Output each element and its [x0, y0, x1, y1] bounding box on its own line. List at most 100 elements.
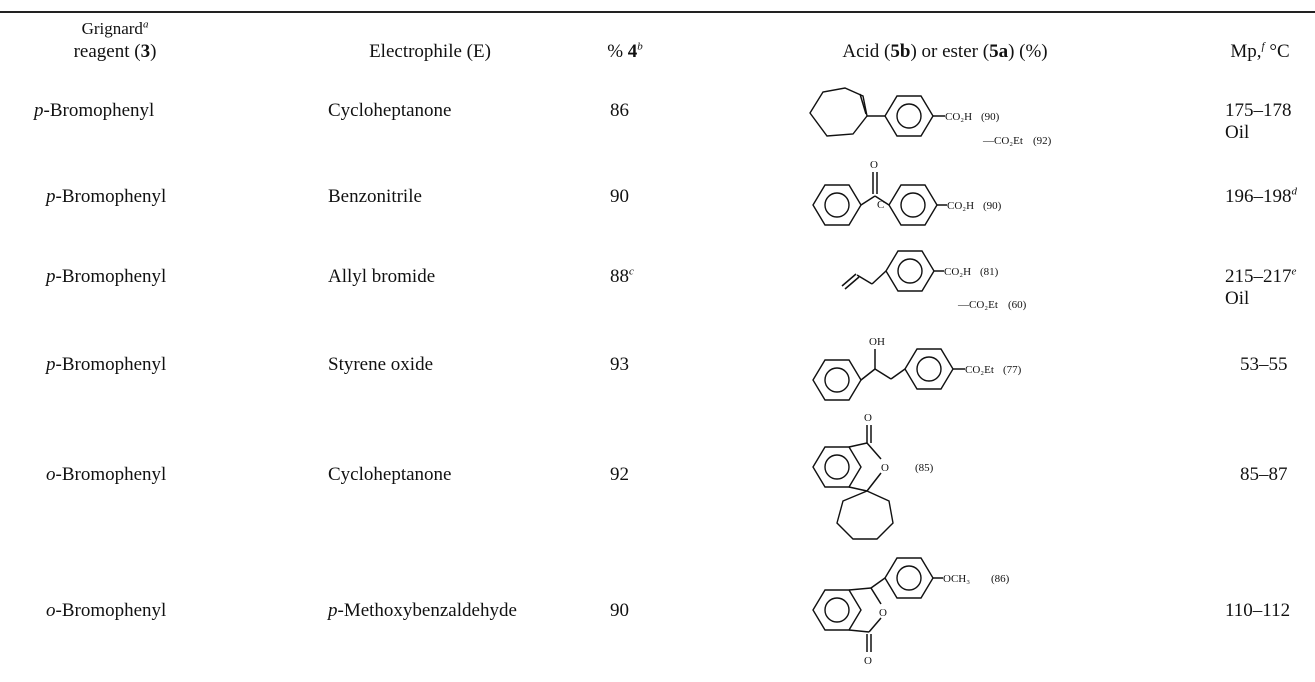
row-1-mp: 196–198d [1225, 186, 1297, 208]
row-2-acid-yield: (81) [980, 266, 999, 278]
header-electrophile-text: Electrophile (E) [369, 41, 491, 62]
row-2-acid-label: CO₂H [944, 266, 971, 278]
row-3-ester-label: CO₂Et [965, 364, 994, 376]
row-0-electrophile-text: Cycloheptanone [328, 100, 452, 121]
row-4-mp: 85–87 [1240, 464, 1288, 486]
row-0-ester-label: —CO₂Et [982, 135, 1023, 147]
row-2-vinyl-bond-2 [844, 276, 860, 290]
row-5-electrophile-text: -Methoxybenzaldehyde [337, 600, 517, 621]
row-4-aromatic-circle [824, 454, 850, 480]
row-3-aromatic-circle-left [824, 367, 850, 393]
row-1-acid-yield: (90) [983, 200, 1002, 212]
row-0-ester-yield: (92) [1033, 135, 1052, 147]
row-1-aromatic-circle-left [824, 192, 850, 218]
row-1-electrophile-text: Benzonitrile [328, 186, 422, 207]
row-0-structure: CO₂H (90) —CO₂Et (92) [805, 78, 1125, 153]
row-5-aryl-bond [870, 577, 886, 589]
row-3-mp1: 53–55 [1240, 354, 1288, 375]
row-5-bond-co [848, 629, 870, 633]
row-0-acid-label: CO₂H [945, 111, 972, 123]
row-3-oh-label: OH [869, 336, 885, 348]
row-4-oxygen-ring: O [881, 462, 889, 474]
row-5-benzene-ring-right [884, 557, 934, 599]
row-2-vinyl-bond-1 [841, 273, 857, 287]
row-2-mp1: 215–217 [1225, 266, 1292, 287]
row-4-bond-o2 [866, 472, 882, 492]
row-3-prefix: p [46, 354, 56, 375]
row-0-mp2: Oil [1225, 122, 1250, 143]
row-2-allyl-bond [856, 274, 873, 285]
row-0-yield: 86 [610, 100, 629, 122]
header-electrophile: Electrophile (E) [310, 40, 550, 63]
row-4-mp1: 85–87 [1240, 464, 1288, 485]
row-3-bond-b [874, 368, 892, 380]
row-0-grignard: p-Bromophenyl [34, 100, 154, 122]
row-0-double-bond [859, 93, 867, 115]
header-acid-c: ) (%) [1008, 41, 1048, 62]
row-4-cycloheptane-ring [836, 490, 894, 540]
row-5-methoxy-label: OCH₃ [943, 573, 970, 585]
header-reagent-num: 3 [140, 41, 151, 62]
row-3-aromatic-circle-right [916, 356, 942, 382]
row-5-grignard: o-Bromophenyl [46, 600, 166, 622]
row-5-prefix: o [46, 600, 56, 621]
row-1-bond-a [860, 195, 876, 206]
row-5-aromatic-circle-left [824, 597, 850, 623]
row-5-structure-svg: O O OCH₃ (86) [812, 557, 1010, 667]
row-4-bond-c1 [848, 442, 868, 448]
row-4-yield-text: 92 [610, 464, 629, 485]
row-5-grignard-text: -Bromophenyl [55, 600, 167, 621]
row-1-structure-svg: O C CO₂H (90) [812, 159, 1002, 226]
row-4-yield-label: (85) [915, 462, 934, 474]
row-3-yield-text: 93 [610, 354, 629, 375]
row-2-ester-yield: (60) [1008, 299, 1027, 311]
row-1-yield-text: 90 [610, 186, 629, 207]
table-top-rule [0, 11, 1315, 13]
header-percent: % 4b [575, 40, 675, 63]
row-5-yield-label: (86) [991, 573, 1010, 585]
row-5-bond-o1 [870, 587, 882, 605]
header-grignard: Grignarda reagent (3) [40, 17, 190, 63]
row-0-acid-yield: (90) [981, 111, 1000, 123]
row-3-benzene-ring-right [904, 348, 954, 390]
row-1-structure: O C CO₂H (90) [805, 150, 1125, 226]
header-mp-sup: f [1261, 40, 1265, 53]
row-0-electrophile: Cycloheptanone [328, 100, 451, 122]
header-mp-unit: °C [1264, 41, 1290, 62]
row-1-grignard: p-Bromophenyl [46, 186, 166, 208]
row-1-benzene-ring-right [888, 184, 938, 226]
header-reagent-text: reagent ( [73, 41, 141, 62]
row-4-grignard-text: -Bromophenyl [55, 464, 167, 485]
row-4-oxygen-top: O [864, 412, 872, 424]
row-3-ester-yield: (77) [1003, 364, 1022, 376]
row-1-electrophile: Benzonitrile [328, 186, 422, 208]
row-0-prefix: p [34, 100, 44, 121]
row-5-yield: 90 [610, 600, 629, 622]
row-2-grignard: p-Bromophenyl [46, 266, 166, 288]
row-0-aromatic-circle [896, 103, 922, 129]
header-acid-5a: 5a [989, 41, 1009, 62]
row-2-structure: CO₂H (81) —CO₂Et (60) [840, 246, 1140, 321]
row-5-mp1: 110–112 [1225, 600, 1291, 621]
header-grignard-text: Grignard [81, 19, 143, 38]
row-1-aromatic-circle-right [900, 192, 926, 218]
row-4-electrophile-text: Cycloheptanone [328, 464, 452, 485]
row-5-electrophile: p-Methoxybenzaldehyde [328, 600, 517, 622]
row-2-aromatic-circle [897, 258, 923, 284]
row-2-yield: 88c [610, 266, 634, 288]
row-5-yield-text: 90 [610, 600, 629, 621]
row-1-mp1-sup: d [1291, 185, 1298, 198]
row-2-mp2: Oil [1225, 288, 1250, 309]
header-percent-sup: b [637, 40, 643, 53]
row-5-structure: O O OCH₃ (86) [805, 557, 1125, 680]
row-1-grignard-text: -Bromophenyl [55, 186, 167, 207]
row-4-structure: O O (85) [805, 405, 1125, 545]
row-4-grignard: o-Bromophenyl [46, 464, 166, 486]
row-3-yield: 93 [610, 354, 629, 376]
row-1-oxygen-label: O [870, 159, 878, 171]
row-4-bond-spiro [848, 486, 868, 492]
row-2-mp1-sup: e [1291, 265, 1297, 278]
row-3-benzene-ring-left [812, 359, 862, 401]
row-5-aromatic-circle-right [896, 565, 922, 591]
